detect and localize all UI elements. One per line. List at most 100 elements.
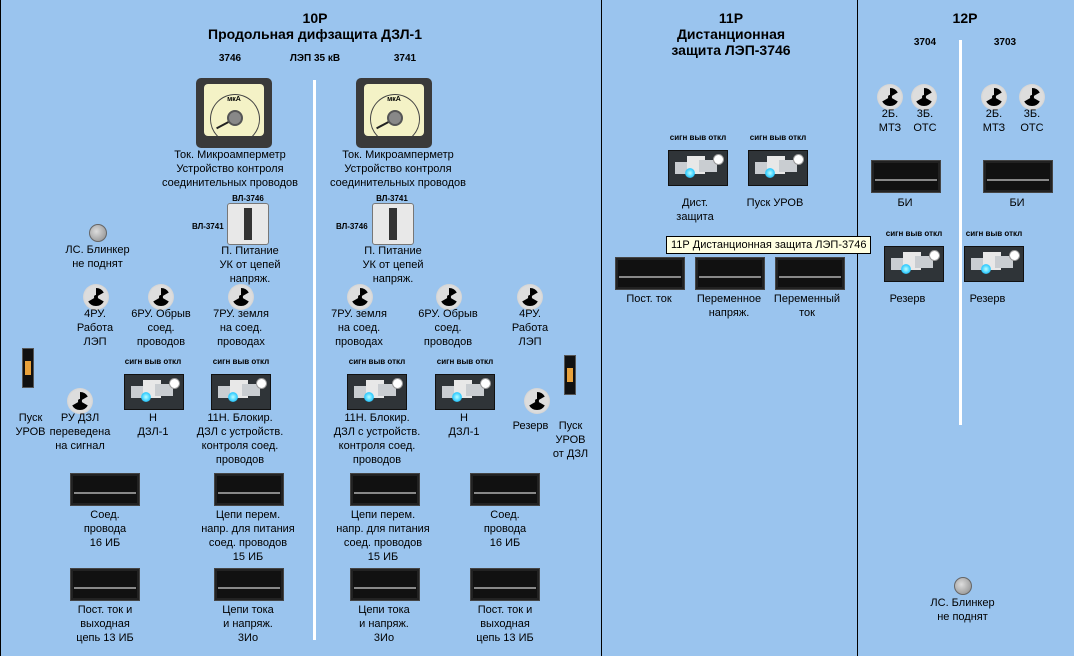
panel-divider-11-12 bbox=[857, 0, 858, 656]
indicator-ru-dzl-icon bbox=[67, 388, 93, 414]
test-block-7-label: Цепи тока и напряж. 3Ио bbox=[358, 604, 410, 644]
test-block-6[interactable] bbox=[214, 568, 284, 601]
indicator-3b-ots-left-icon bbox=[911, 84, 937, 110]
test-block-5[interactable] bbox=[70, 568, 140, 601]
microammeter-right: мкА bbox=[356, 78, 432, 148]
switch-11h-left-label: 11Н. Блокир. ДЗЛ с устройств. контроля с… bbox=[196, 412, 284, 466]
panel10-center-line bbox=[313, 80, 316, 640]
panel12-switch-rezerv-left[interactable] bbox=[884, 246, 944, 282]
panel12-block-bi-left-label: БИ bbox=[897, 197, 913, 209]
blinker-led-panel12 bbox=[954, 577, 972, 595]
sw-caption-1: сигн выв откл bbox=[124, 357, 182, 366]
panel12-sw-caption-right: сигн выв откл bbox=[965, 229, 1023, 238]
test-block-4-label: Соед. провода 16 ИБ bbox=[483, 509, 527, 549]
panel10-right-num: 3741 bbox=[393, 53, 417, 64]
switch-pusk-urov-11-label: Пуск УРОВ bbox=[746, 197, 804, 209]
indicator-2b-mtz-right-label: 2Б. МТЗ bbox=[982, 108, 1006, 134]
test-block-1[interactable] bbox=[70, 473, 140, 506]
switch-h-dzl1-left-label: Н ДЗЛ-1 bbox=[137, 412, 169, 438]
sw-caption-2: сигн выв откл bbox=[212, 357, 270, 366]
panel12-center-line bbox=[959, 40, 962, 425]
test-block-1-label: Соед. провода 16 ИБ bbox=[83, 509, 127, 549]
pusk-urov-right-label: Пуск УРОВ от ДЗЛ bbox=[552, 420, 589, 460]
indicator-7ru-right-icon bbox=[347, 284, 373, 310]
panel11-block-post-tok-label: Пост. ток bbox=[626, 293, 672, 305]
rot-left-top: ВЛ-3746 bbox=[232, 194, 264, 203]
test-block-2[interactable] bbox=[214, 473, 284, 506]
pusk-urov-left-label: Пуск УРОВ bbox=[15, 412, 46, 438]
panel12-switch-rezerv-left-label: Резерв bbox=[889, 293, 926, 305]
switch-dist-zashchita[interactable] bbox=[668, 150, 728, 186]
toggle-pusk-urov-right[interactable] bbox=[564, 355, 576, 395]
blinker-label-panel10: ЛС. Блинкер не поднят bbox=[65, 244, 130, 270]
panel12-title: 12Р bbox=[952, 10, 978, 26]
indicator-2b-mtz-left-icon bbox=[877, 84, 903, 110]
panel12-right-num: 3703 bbox=[993, 37, 1017, 48]
indicator-2b-mtz-right-icon bbox=[981, 84, 1007, 110]
switch-11h-right-label: 11Н. Блокир. ДЗЛ с устройств. контроля с… bbox=[333, 412, 421, 466]
meter-left-label: Ток. Микроамперметр Устройство контроля … bbox=[162, 149, 298, 189]
switch-pusk-urov-11[interactable] bbox=[748, 150, 808, 186]
indicator-4ru-right-label: 4РУ. Работа ЛЭП bbox=[511, 308, 549, 348]
panel10-line-label: ЛЭП 35 кВ bbox=[289, 53, 341, 64]
indicator-7ru-left-label: 7РУ. земля на соед. проводах bbox=[213, 308, 269, 348]
test-block-8-label: Пост. ток и выходная цепь 13 ИБ bbox=[476, 604, 534, 644]
microammeter-left: мкА bbox=[196, 78, 272, 148]
switch-11h-left[interactable] bbox=[211, 374, 271, 410]
panel10-title: 10Р bbox=[302, 10, 328, 26]
rezerv-label-panel10: Резерв bbox=[512, 420, 549, 432]
indicator-7ru-left-icon bbox=[228, 284, 254, 310]
rot-left-side: ВЛ-3741 bbox=[192, 222, 224, 231]
panel11-block-perem-tok-label: Переменный ток bbox=[773, 293, 841, 319]
test-block-8[interactable] bbox=[470, 568, 540, 601]
rot-right-side: ВЛ-3746 bbox=[336, 222, 368, 231]
panel11-block-perem-tok[interactable] bbox=[775, 257, 845, 290]
indicator-6ru-left-icon bbox=[148, 284, 174, 310]
panel12-block-bi-right[interactable] bbox=[983, 160, 1053, 193]
sw-caption-4: сигн выв откл bbox=[436, 357, 494, 366]
indicator-3b-ots-left-label: 3Б. ОТС bbox=[913, 108, 937, 134]
panel11-block-perem-napr[interactable] bbox=[695, 257, 765, 290]
switch-h-dzl1-left[interactable] bbox=[124, 374, 184, 410]
panel11-title: 11Р Дистанционная защита ЛЭП-3746 bbox=[671, 10, 791, 58]
indicator-3b-ots-right-label: 3Б. ОТС bbox=[1020, 108, 1044, 134]
indicator-3b-ots-right-icon bbox=[1019, 84, 1045, 110]
panel11-block-perem-napr-label: Переменное напряж. bbox=[696, 293, 762, 319]
sw-caption-3: сигн выв откл bbox=[348, 357, 406, 366]
panel12-switch-rezerv-right[interactable] bbox=[964, 246, 1024, 282]
panel12-block-bi-right-label: БИ bbox=[1009, 197, 1025, 209]
panel12-block-bi-left[interactable] bbox=[871, 160, 941, 193]
tooltip-panel11: 11Р Дистанционная защита ЛЭП-3746 bbox=[666, 236, 872, 254]
test-block-3-label: Цепи перем. напр. для питания соед. пров… bbox=[336, 509, 430, 563]
switch-dist-zashchita-label: Дист. защита bbox=[676, 197, 714, 223]
rot-switch-left[interactable] bbox=[227, 203, 269, 245]
rot-switch-right[interactable] bbox=[372, 203, 414, 245]
panel12-left-num: 3704 bbox=[913, 37, 937, 48]
panel11-block-post-tok[interactable] bbox=[615, 257, 685, 290]
ru-dzl-label: РУ ДЗЛ переведена на сигнал bbox=[49, 412, 111, 452]
test-block-2-label: Цепи перем. напр. для питания соед. пров… bbox=[201, 509, 295, 563]
switch-h-dzl1-right-label: Н ДЗЛ-1 bbox=[448, 412, 480, 438]
toggle-pusk-urov-left[interactable] bbox=[22, 348, 34, 388]
panel11-sw-caption-1: сигн выв откл bbox=[669, 133, 727, 142]
test-block-3[interactable] bbox=[350, 473, 420, 506]
indicator-4ru-left-label: 4РУ. Работа ЛЭП bbox=[76, 308, 114, 348]
panel10-subtitle: Продольная дифзащита ДЗЛ-1 bbox=[208, 26, 422, 42]
test-block-7[interactable] bbox=[350, 568, 420, 601]
panel11-sw-caption-2: сигн выв откл bbox=[749, 133, 807, 142]
indicator-7ru-right-label: 7РУ. земля на соед. проводах bbox=[331, 308, 387, 348]
meter-right-label: Ток. Микроамперметр Устройство контроля … bbox=[330, 149, 466, 189]
panel-divider-10-11 bbox=[601, 0, 602, 656]
blinker-led-panel10 bbox=[89, 224, 107, 242]
indicator-6ru-right-icon bbox=[436, 284, 462, 310]
rot-right-label: П. Питание УК от цепей напряж. bbox=[362, 245, 424, 285]
switch-11h-right[interactable] bbox=[347, 374, 407, 410]
test-block-4[interactable] bbox=[470, 473, 540, 506]
switch-h-dzl1-right[interactable] bbox=[435, 374, 495, 410]
indicator-6ru-left-label: 6РУ. Обрыв соед. проводов bbox=[131, 308, 191, 348]
indicator-rezerv-icon bbox=[524, 388, 550, 414]
test-block-6-label: Цепи тока и напряж. 3Ио bbox=[222, 604, 274, 644]
indicator-4ru-left-icon bbox=[83, 284, 109, 310]
rot-right-top: ВЛ-3741 bbox=[376, 194, 408, 203]
panel10-left-num: 3746 bbox=[218, 53, 242, 64]
